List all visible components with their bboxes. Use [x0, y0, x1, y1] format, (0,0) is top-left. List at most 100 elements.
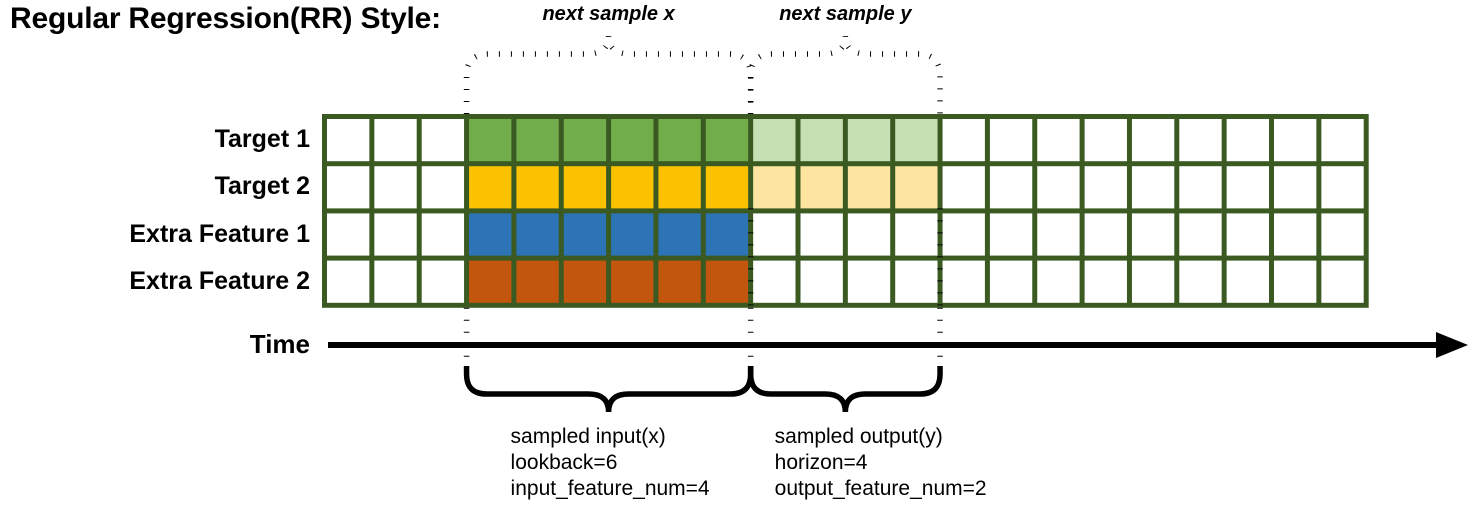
grid-cell-input	[469, 119, 512, 162]
grid-cell-output	[847, 119, 891, 162]
grid-cell-empty	[895, 213, 938, 256]
grid-cell-empty	[1037, 119, 1080, 162]
grid-cell-input	[611, 166, 654, 209]
row-label-extra-feature-1: Extra Feature 1	[129, 219, 310, 248]
grid-cell-empty	[1179, 260, 1222, 303]
grid-cell-empty	[1131, 213, 1175, 256]
grid-cell-empty	[374, 260, 417, 303]
caption-input-line-2: lookback=6	[510, 451, 618, 474]
grid-cell-empty	[374, 213, 417, 256]
grid-cell-input	[705, 166, 749, 209]
brace-sampled-input	[463, 366, 754, 413]
grid-cell-empty	[895, 260, 938, 303]
grid-cell-empty	[374, 119, 417, 162]
grid-cell-empty	[1321, 213, 1364, 256]
grid-cell-empty	[1037, 260, 1080, 303]
grid-cell-empty	[1084, 119, 1127, 162]
caption-input-line-3: input_feature_num=4	[510, 477, 710, 500]
grid-cell-empty	[1321, 119, 1364, 162]
grid-cell-empty	[989, 213, 1033, 256]
grid-cell-empty	[374, 166, 417, 209]
grid-cell-input	[563, 119, 607, 162]
grid-cell-output	[847, 166, 891, 209]
grid-cell-input	[516, 260, 559, 303]
grid-cell-empty	[942, 213, 985, 256]
grid-cell-output	[800, 166, 843, 209]
grid-cell-input	[658, 213, 701, 256]
grid-cell-output	[895, 119, 938, 162]
caption-sampled-input: sampled input(x) lookback=6 input_featur…	[511, 424, 710, 502]
grid-cell-empty	[1179, 166, 1222, 209]
grid-cell-empty	[800, 260, 843, 303]
brace-next-sample-x	[463, 35, 754, 114]
grid-cell-output	[753, 119, 796, 162]
grid-cell-empty	[847, 213, 891, 256]
caption-output-line-3: output_feature_num=2	[774, 477, 987, 500]
grid-cell-input	[563, 260, 607, 303]
grid-cell-input	[563, 166, 607, 209]
grid-cell-output	[753, 166, 796, 209]
grid-cell-input	[611, 260, 654, 303]
grid-cell-empty	[1226, 166, 1269, 209]
grid-cell-empty	[800, 213, 843, 256]
grid-cell-empty	[1131, 166, 1175, 209]
grid-cell-empty	[753, 260, 796, 303]
grid-cell-empty	[942, 166, 985, 209]
row-label-target-2: Target 2	[214, 172, 310, 201]
grid-cell-input	[658, 260, 701, 303]
grid-cell-empty	[327, 166, 370, 209]
grid-cell-input	[611, 213, 654, 256]
grid-cell-empty	[1037, 213, 1080, 256]
grid-cell-input	[705, 213, 749, 256]
time-axis-arrowhead	[1436, 332, 1468, 358]
grid-cell-input	[658, 119, 701, 162]
grid-cell-empty	[989, 166, 1033, 209]
grid-cell-output	[895, 166, 938, 209]
annotation-next-sample-x: next sample x	[542, 3, 675, 25]
grid-cell-empty	[1226, 260, 1269, 303]
grid-cell-input	[469, 166, 512, 209]
grid-cell-output	[800, 119, 843, 162]
grid-cell-empty	[847, 260, 891, 303]
brace-sampled-output	[747, 366, 943, 413]
grid-cell-empty	[1084, 213, 1127, 256]
grid-cell-empty	[1321, 166, 1364, 209]
grid-cell-empty	[1226, 119, 1269, 162]
grid-cell-input	[705, 119, 749, 162]
grid-cell-empty	[942, 260, 985, 303]
grid-cell-empty	[1179, 213, 1222, 256]
grid-cell-empty	[1084, 166, 1127, 209]
grid-cell-input	[516, 166, 559, 209]
grid-cell-empty	[942, 119, 985, 162]
grid-cell-empty	[1274, 260, 1317, 303]
grid-cell-empty	[1037, 166, 1080, 209]
page-title: Regular Regression(RR) Style:	[10, 2, 441, 35]
grid-cell-empty	[1084, 260, 1127, 303]
grid-cell-empty	[1179, 119, 1222, 162]
caption-output-line-1: sampled output(y)	[774, 425, 943, 448]
grid-cell-empty	[421, 119, 465, 162]
grid-cell-empty	[989, 119, 1033, 162]
grid-cell-empty	[421, 260, 465, 303]
grid-cell-empty	[327, 119, 370, 162]
time-axis-label: Time	[249, 329, 310, 359]
grid-cell-empty	[1321, 260, 1364, 303]
grid-cell-input	[705, 260, 749, 303]
grid-cell-empty	[1274, 166, 1317, 209]
grid-cell-empty	[421, 213, 465, 256]
grid-cell-empty	[1274, 119, 1317, 162]
caption-sampled-output: sampled output(y) horizon=4 output_featu…	[775, 424, 987, 502]
caption-output-line-2: horizon=4	[774, 451, 868, 474]
grid-cell-empty	[327, 260, 370, 303]
grid-cell-empty	[1131, 260, 1175, 303]
grid-cell-empty	[989, 260, 1033, 303]
row-label-target-1: Target 1	[214, 125, 310, 154]
grid-cell-empty	[1226, 213, 1269, 256]
grid-cell-input	[516, 213, 559, 256]
grid-cell-input	[469, 260, 512, 303]
grid-cell-input	[469, 213, 512, 256]
grid-cell-input	[658, 166, 701, 209]
grid-cell-empty	[421, 166, 465, 209]
